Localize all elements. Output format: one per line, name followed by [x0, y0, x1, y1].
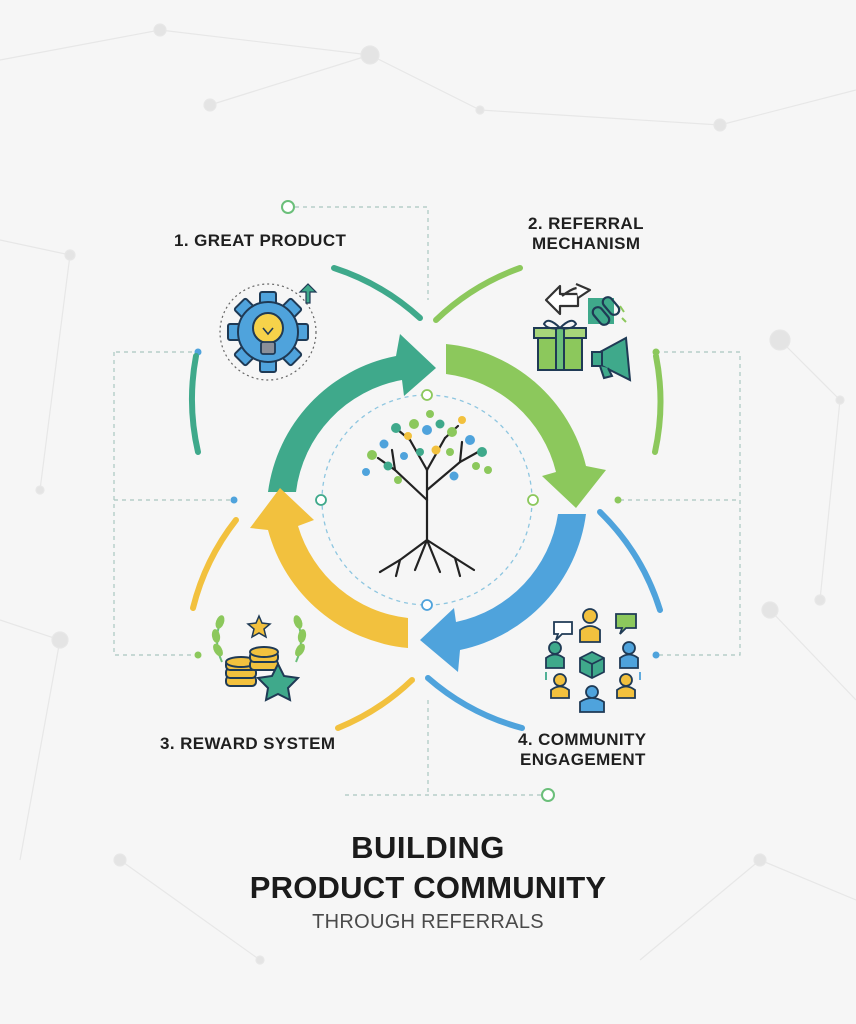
step-3-number: 3.: [160, 734, 175, 753]
main-subtitle: THROUGH REFERRALS: [312, 911, 544, 933]
step-4-number: 4.: [518, 730, 533, 749]
cube-icon: [579, 650, 605, 680]
referral-icons: [533, 282, 632, 382]
coins-star-icon: [211, 614, 307, 702]
person-bottom-left: [550, 673, 570, 699]
step-3-title: 3. REWARD SYSTEM: [160, 734, 336, 754]
step-1-label: 1. GREAT PRODUCT: [174, 231, 346, 251]
step-2-label: 2. REFERRAL MECHANISM: [528, 214, 644, 254]
step-1-number: 1.: [174, 231, 189, 250]
tree-leaves: [362, 410, 492, 484]
person-top: [579, 608, 601, 643]
main-title-line1: BUILDING: [351, 830, 505, 865]
megaphone-icon: [591, 336, 632, 382]
inner-circle-nodes: [315, 389, 539, 611]
main-title-line2: PRODUCT COMMUNITY: [249, 870, 607, 905]
tree-icon: [362, 410, 492, 578]
step-3-line1: REWARD SYSTEM: [180, 734, 336, 753]
step-3-label: 3. REWARD SYSTEM: [160, 734, 336, 754]
arrow-teal: [268, 334, 436, 492]
arrow-green: [446, 344, 606, 508]
gear-lightbulb-icon: [219, 283, 318, 381]
cycle-arrows: [250, 334, 606, 672]
step-1-title: 1. GREAT PRODUCT: [174, 231, 346, 251]
step-2-line2: MECHANISM: [532, 234, 641, 253]
step-4-line2: ENGAGEMENT: [520, 750, 646, 769]
step-4-line1: COMMUNITY: [538, 730, 647, 749]
outer-arcs: [189, 265, 664, 731]
connector-lines: [113, 206, 741, 796]
person-bottom: [579, 685, 605, 713]
step-4-title: 4. COMMUNITY: [518, 730, 647, 750]
step-1-line1: GREAT PRODUCT: [194, 231, 347, 250]
arrow-blue: [420, 514, 586, 672]
arrow-yellow: [250, 488, 408, 648]
person-bottom-right: [616, 673, 636, 699]
community-people-icon: [545, 608, 641, 713]
step-4-label: 4. COMMUNITY ENGAGEMENT: [518, 730, 647, 770]
swap-arrows-icon: [544, 282, 592, 316]
person-left: [545, 641, 565, 669]
background-network: [0, 23, 856, 965]
gift-icon: [533, 319, 587, 371]
link-icon: [588, 296, 627, 326]
chat-bubble-icons: [545, 613, 641, 680]
step-2-title: 2. REFERRAL: [528, 214, 644, 234]
person-right: [619, 641, 639, 669]
step-2-number: 2.: [528, 214, 543, 233]
step-2-line1: REFERRAL: [548, 214, 644, 233]
